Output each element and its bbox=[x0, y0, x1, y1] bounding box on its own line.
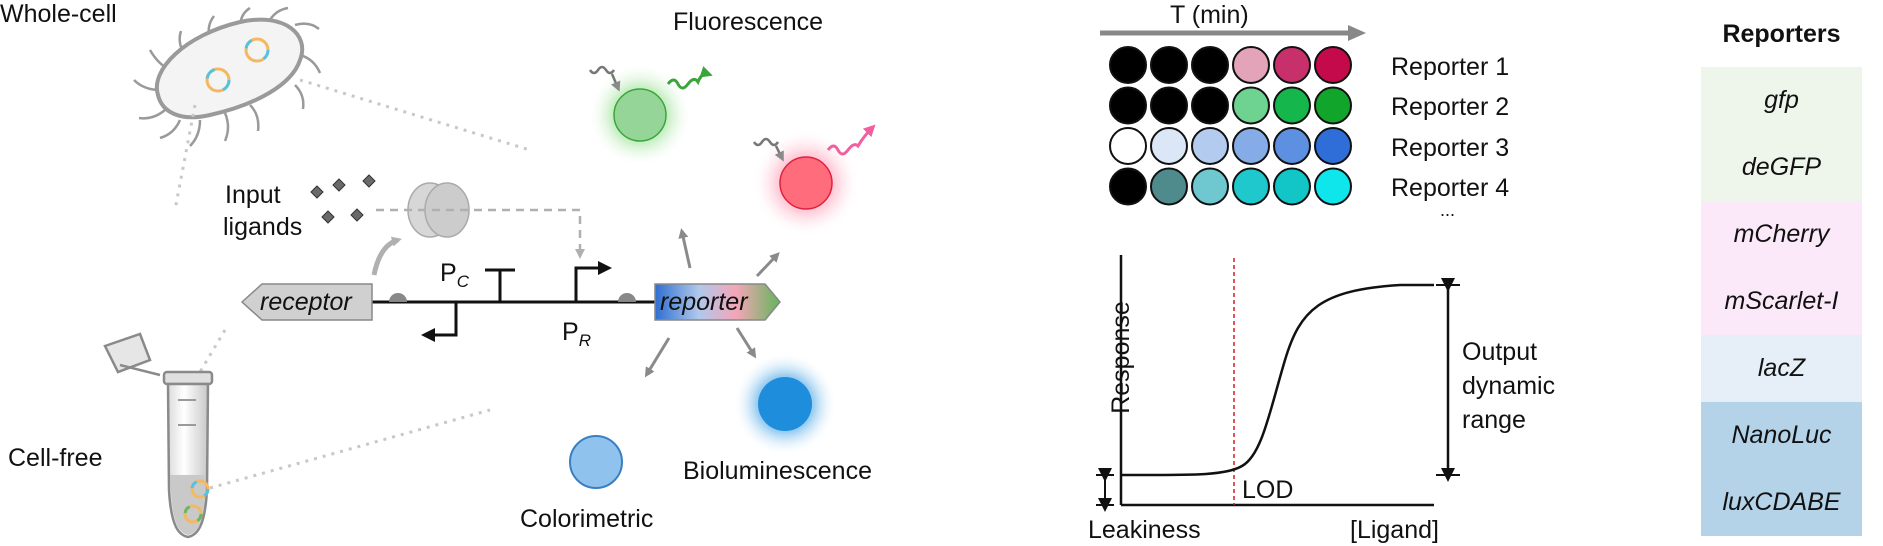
red-fluorescent-icon bbox=[752, 124, 876, 237]
pr-main: P bbox=[562, 318, 579, 346]
promoter-pc-label: PC bbox=[440, 259, 469, 291]
response-curve-plot bbox=[1096, 255, 1460, 512]
input-ligands-label-line2: ligands bbox=[223, 213, 303, 241]
plate-well-r2-c4 bbox=[1232, 86, 1270, 125]
bioluminescence-label: Bioluminescence bbox=[683, 457, 872, 485]
input-ligands-label-line1: Input bbox=[225, 181, 281, 209]
terminator-cap-right bbox=[618, 293, 636, 302]
reporter-item-label: mScarlet-I bbox=[1724, 287, 1839, 315]
reporter-item-label: gfp bbox=[1764, 86, 1799, 114]
colorimetric-icon bbox=[569, 435, 623, 489]
reporter-item: lacZ bbox=[1701, 335, 1862, 402]
plate-well-r1-c3 bbox=[1191, 46, 1229, 84]
arrow-to-fluorescence-green bbox=[678, 228, 692, 269]
plate-well-r1-c1 bbox=[1109, 46, 1147, 84]
fluorescence-label: Fluorescence bbox=[673, 8, 824, 36]
reporter-item: NanoLuc bbox=[1701, 402, 1862, 469]
dose-response-curve bbox=[1120, 283, 1434, 477]
output-range-label-line2: dynamic bbox=[1462, 372, 1556, 400]
bioluminescent-icon bbox=[733, 352, 837, 456]
plate-row-label-1: Reporter 1 bbox=[1391, 53, 1510, 81]
ligand-axis-label: [Ligand] bbox=[1350, 516, 1439, 544]
plate-well-r4-c3 bbox=[1191, 167, 1229, 206]
plate-well-r2-c2 bbox=[1150, 86, 1188, 125]
whole-cell-label: Whole-cell bbox=[0, 0, 117, 28]
plate-well-r3-c2 bbox=[1150, 127, 1188, 165]
reporter-gene bbox=[654, 283, 781, 321]
reporter-item: deGFP bbox=[1701, 134, 1862, 201]
plate-row-label-3: Reporter 3 bbox=[1391, 134, 1510, 162]
plate-well-r3-c3 bbox=[1191, 127, 1229, 165]
plate-well-r3-c6 bbox=[1314, 127, 1352, 165]
bacterium-illustration bbox=[133, 6, 322, 147]
reporter-item: mCherry bbox=[1701, 201, 1862, 268]
colorimetric-label: Colorimetric bbox=[520, 505, 654, 533]
plate-row-label-4: Reporter 4 bbox=[1391, 174, 1510, 202]
reporters-title: Reporters bbox=[1722, 20, 1841, 48]
plate-well-r2-c1 bbox=[1109, 86, 1147, 125]
pc-main: P bbox=[440, 259, 457, 287]
plate-well-r2-c5 bbox=[1273, 86, 1311, 125]
plate-well-r4-c6 bbox=[1314, 167, 1352, 206]
plate-well-r3-c1 bbox=[1109, 127, 1147, 165]
plate-ellipsis: ... bbox=[1440, 200, 1456, 220]
reporter-item-label: NanoLuc bbox=[1731, 421, 1832, 449]
plate-well-r2-c6 bbox=[1314, 86, 1352, 125]
plate-wells bbox=[1109, 46, 1352, 206]
plate-well-r3-c5 bbox=[1273, 127, 1311, 165]
tube-illustration bbox=[103, 332, 214, 539]
terminator-cap-left bbox=[389, 293, 407, 302]
plate-well-r1-c6 bbox=[1314, 46, 1352, 84]
genetic-circuit bbox=[240, 261, 781, 342]
arrow-to-fluorescence-red bbox=[755, 252, 780, 278]
lod-label: LOD bbox=[1242, 476, 1294, 504]
time-axis-label: T (min) bbox=[1170, 1, 1249, 29]
arrow-to-bioluminescence bbox=[735, 327, 757, 359]
plate-well-r4-c1 bbox=[1109, 167, 1147, 206]
output-range-label-line3: range bbox=[1462, 406, 1526, 434]
plate-well-r4-c2 bbox=[1150, 167, 1188, 206]
plate-well-r1-c2 bbox=[1150, 46, 1188, 84]
reporter-item-label: luxCDABE bbox=[1722, 488, 1841, 516]
receptor-gene-label: receptor bbox=[260, 288, 352, 316]
pr-sub: R bbox=[578, 331, 591, 350]
cell-free-label: Cell-free bbox=[8, 444, 103, 472]
leakiness-label: Leakiness bbox=[1088, 516, 1201, 544]
ligand-diamonds bbox=[310, 174, 376, 224]
promoter-pc-arrow bbox=[421, 302, 458, 342]
receptor-gene bbox=[240, 283, 373, 321]
plate-well-r4-c4 bbox=[1232, 167, 1270, 206]
green-fluorescent-icon bbox=[588, 63, 713, 167]
ligand-signal-arrow bbox=[376, 208, 585, 259]
reporter-item-label: lacZ bbox=[1757, 354, 1806, 382]
reporter-item-label: mCherry bbox=[1733, 220, 1830, 248]
zoom-lines bbox=[173, 78, 531, 490]
arrow-to-colorimetric bbox=[644, 337, 671, 378]
plate-well-r1-c4 bbox=[1232, 46, 1270, 84]
plate-well-r1-c5 bbox=[1273, 46, 1311, 84]
plate-well-r4-c5 bbox=[1273, 167, 1311, 206]
promoter-pr-arrow bbox=[574, 261, 612, 302]
plate-well-r2-c3 bbox=[1191, 86, 1229, 125]
reporter-item-label: deGFP bbox=[1741, 153, 1822, 181]
reporter-item: luxCDABE bbox=[1701, 469, 1862, 536]
reporter-item: mScarlet-I bbox=[1701, 268, 1862, 335]
response-axis-label: Response bbox=[1106, 301, 1135, 414]
pc-sub: C bbox=[456, 272, 469, 291]
plate-well-r3-c4 bbox=[1232, 127, 1270, 165]
expression-arrow bbox=[371, 236, 402, 276]
reporter-gene-label: reporter bbox=[660, 288, 748, 316]
output-range-label-line1: Output bbox=[1462, 338, 1538, 366]
reporter-item: gfp bbox=[1701, 67, 1862, 134]
promoter-pr-label: PR bbox=[562, 318, 591, 350]
reporters-panel: Reporters gfp deGFP mCherry mScarlet-I lacZ N… bbox=[1701, 0, 1862, 546]
plate-row-label-2: Reporter 2 bbox=[1391, 93, 1510, 121]
